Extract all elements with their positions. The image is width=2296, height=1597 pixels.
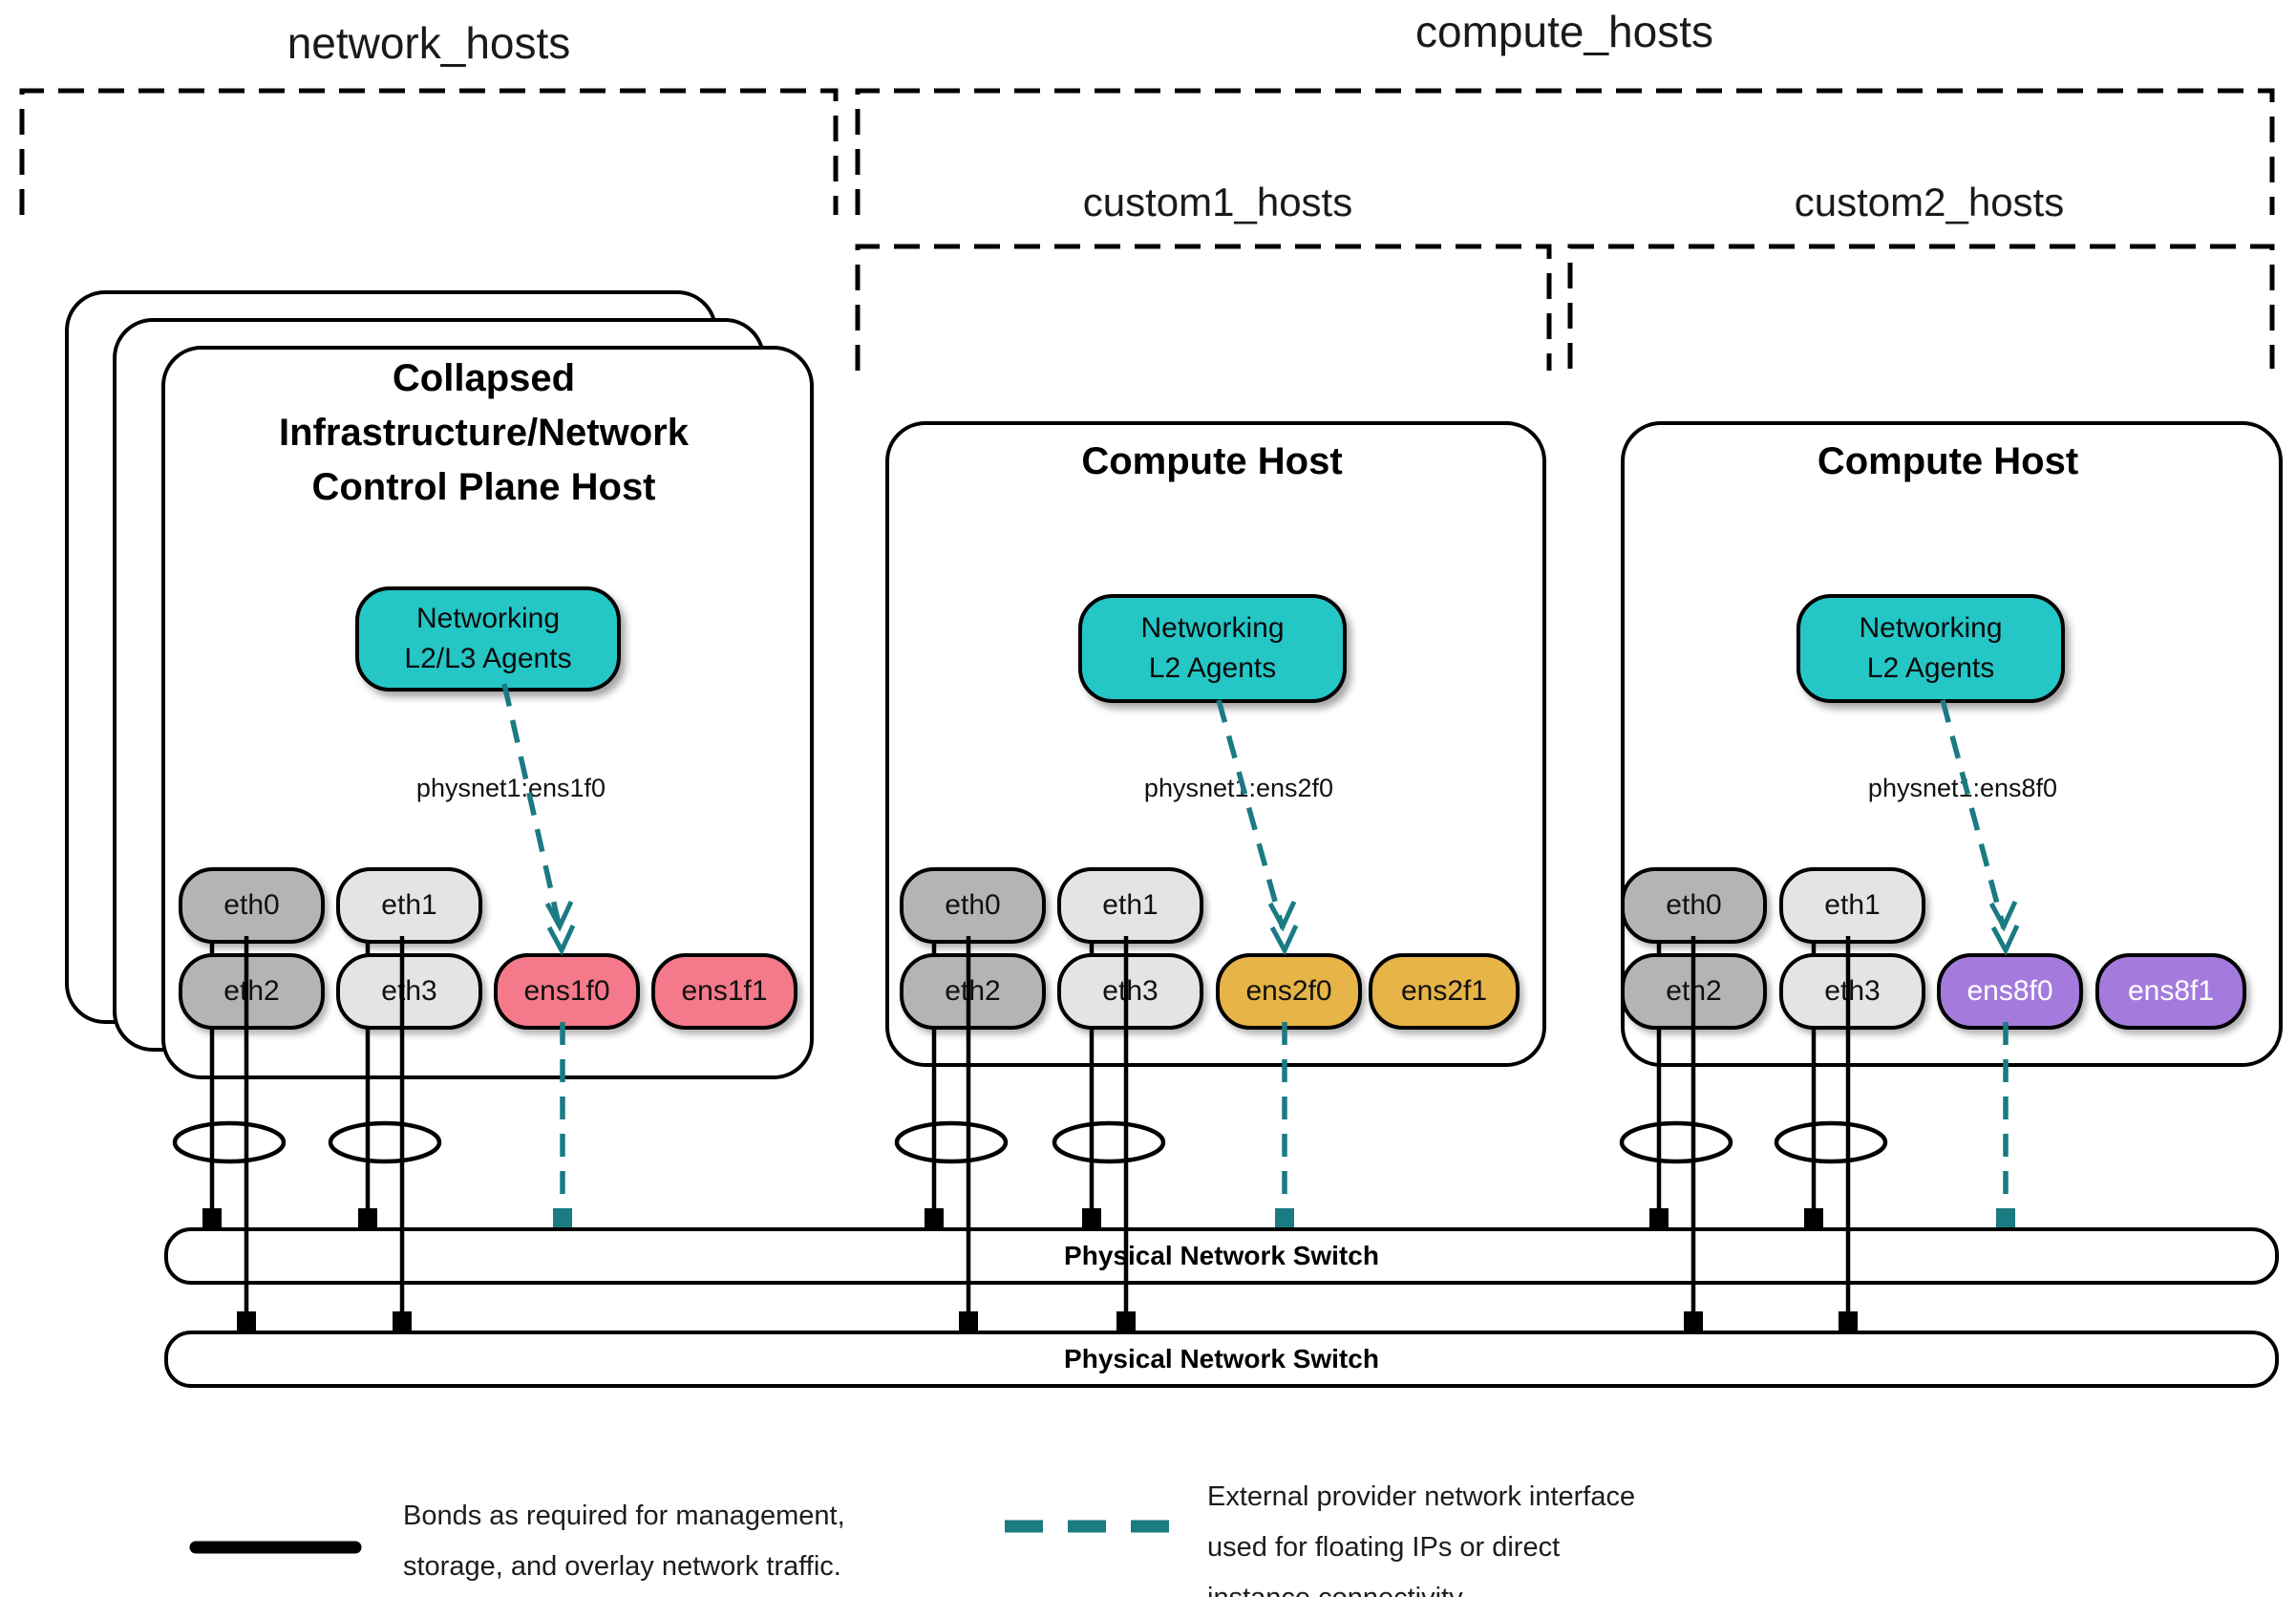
host-title-line: Collapsed: [392, 357, 576, 399]
nic-pill-ens8f0: ens8f0: [1937, 953, 2083, 1030]
agent-label-line: Networking: [1140, 612, 1285, 644]
physical-network-switch-2: Physical Network Switch: [164, 1331, 2279, 1388]
nic-pill-eth1: eth1: [1057, 867, 1203, 944]
nic-pill-ens1f1: ens1f1: [651, 953, 797, 1030]
legend-text-line: storage, and overlay network traffic.: [403, 1551, 841, 1582]
nic-pill-ens1f0: ens1f0: [494, 953, 640, 1030]
physnet-mapping-label: physnet1:ens1f0: [415, 774, 606, 802]
nic-pill-ens2f0: ens2f0: [1216, 953, 1362, 1030]
custom1-hosts-label: custom1_hosts: [1082, 180, 1353, 224]
networking-agents-box: Networking L2 Agents: [1078, 594, 1347, 703]
legend-text-line: External provider network interface: [1207, 1481, 1636, 1512]
nic-pill-eth2: eth2: [900, 953, 1046, 1030]
agent-label-line: L2 Agents: [1866, 652, 1995, 684]
nic-pill-ens2f1: ens2f1: [1369, 953, 1520, 1030]
host-title-line: Compute Host: [1081, 440, 1343, 482]
custom2-hosts-bracket: [1567, 244, 2275, 369]
nic-pill-eth2: eth2: [179, 953, 325, 1030]
networking-agents-box: Networking L2/L3 Agents: [355, 586, 621, 692]
bond-ellipses: [172, 1120, 1888, 1164]
network-hosts-label: network_hosts: [287, 18, 571, 68]
bond-ellipse: [172, 1120, 287, 1164]
compute-hosts-label: compute_hosts: [1415, 7, 1713, 56]
bond-ellipse: [894, 1120, 1009, 1164]
control-plane-host-title: Collapsed Infrastructure/Network Control…: [181, 351, 787, 515]
host-title-line: Compute Host: [1817, 440, 2079, 482]
bond-ellipse: [1052, 1120, 1166, 1164]
network-hosts-bracket: [19, 88, 839, 215]
nic-pill-eth0: eth0: [1621, 867, 1767, 944]
agent-label-line: Networking: [1859, 612, 2003, 644]
custom1-hosts-bracket: [855, 244, 1552, 371]
bond-ellipse: [1619, 1120, 1733, 1164]
nic-pill-eth0: eth0: [179, 867, 325, 944]
nic-pill-eth2: eth2: [1621, 953, 1767, 1030]
physical-network-switch-1: Physical Network Switch: [164, 1227, 2279, 1285]
host-title-line: Infrastructure/Network: [279, 412, 689, 454]
legend-provider-text: External provider network interface used…: [1207, 1472, 1635, 1597]
compute-host-1-title: Compute Host: [904, 435, 1520, 489]
physnet-mapping-label: physnet1:ens2f0: [1143, 774, 1334, 802]
legend-text-line: instance connectivity: [1207, 1573, 1635, 1597]
switch-label: Physical Network Switch: [1064, 1241, 1379, 1270]
networking-agents-box: Networking L2 Agents: [1796, 594, 2065, 703]
agent-label-line: L2 Agents: [1148, 652, 1277, 684]
nic-pill-eth3: eth3: [336, 953, 482, 1030]
bond-ellipse: [1774, 1120, 1888, 1164]
legend-text-line: Bonds as required for management,: [403, 1501, 845, 1531]
custom2-hosts-label: custom2_hosts: [1794, 180, 2065, 224]
provider-port-squares: [553, 1208, 2015, 1227]
agent-label-line: L2/L3 Agents: [404, 643, 572, 674]
legend-text-line: used for floating IPs or direct: [1207, 1532, 1561, 1563]
switch-label: Physical Network Switch: [1064, 1344, 1379, 1373]
host-title-line: Control Plane Host: [311, 466, 656, 508]
legend-bond-text: Bonds as required for management, storag…: [403, 1491, 845, 1592]
physnet-mapping-label: physnet1:ens8f0: [1867, 774, 2058, 802]
bond-ellipse: [328, 1120, 442, 1164]
nic-pill-eth1: eth1: [336, 867, 482, 944]
nic-pill-eth1: eth1: [1779, 867, 1925, 944]
nic-pill-eth0: eth0: [900, 867, 1046, 944]
nic-pill-eth3: eth3: [1057, 953, 1203, 1030]
nic-pill-ens8f1: ens8f1: [2095, 953, 2246, 1030]
nic-pill-eth3: eth3: [1779, 953, 1925, 1030]
compute-host-2-title: Compute Host: [1640, 435, 2256, 489]
agent-label-line: Networking: [415, 603, 561, 634]
